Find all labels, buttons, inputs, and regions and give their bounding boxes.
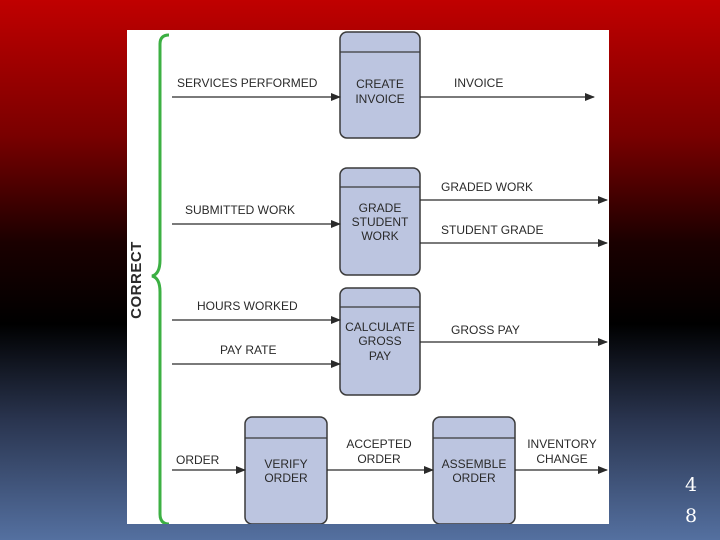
process-calculate-gross-pay: CALCULATE GROSS PAY: [339, 287, 421, 396]
page-number-digit: 4: [684, 474, 698, 496]
process-label-line: CALCULATE: [345, 320, 415, 334]
slide-panel: CORRECT CREATE INVOICE SERVICES PERFORME…: [127, 30, 609, 524]
flow-label-accepted-order-line: ORDER: [357, 452, 401, 466]
process-label-line: WORK: [361, 229, 398, 243]
flow-label-accepted-order-line: ACCEPTED: [346, 437, 412, 451]
flow-label-inventory-change-line: CHANGE: [536, 452, 587, 466]
process-label-line: PAY: [369, 349, 391, 363]
flow-label-student-grade: STUDENT GRADE: [441, 223, 543, 237]
flow-label-submitted-work: SUBMITTED WORK: [185, 203, 295, 217]
process-verify-order: VERIFY ORDER: [244, 416, 328, 524]
process-label-line: VERIFY: [264, 457, 307, 471]
correct-brace: [151, 33, 170, 524]
flow-label-services-performed: SERVICES PERFORMED: [177, 76, 318, 90]
flow-label-hours-worked: HOURS WORKED: [197, 299, 298, 313]
flow-label-pay-rate: PAY RATE: [220, 343, 276, 357]
page-number-digit: 8: [684, 505, 698, 527]
flow-label-order: ORDER: [176, 453, 220, 467]
data-flow-diagram: CORRECT CREATE INVOICE SERVICES PERFORME…: [128, 31, 608, 524]
process-label-line: ORDER: [452, 471, 496, 485]
process-label-line: STUDENT: [352, 215, 409, 229]
process-label-line: CREATE: [356, 77, 404, 91]
process-create-invoice: CREATE INVOICE: [339, 31, 421, 139]
flow-label-graded-work: GRADED WORK: [441, 180, 533, 194]
process-assemble-order: ASSEMBLE ORDER: [432, 416, 516, 524]
process-label-line: GRADE: [359, 201, 402, 215]
side-label-correct: CORRECT: [128, 241, 145, 319]
process-label-line: ASSEMBLE: [442, 457, 507, 471]
process-label-line: GROSS: [358, 334, 401, 348]
flow-label-invoice: INVOICE: [454, 76, 503, 90]
process-label-line: ORDER: [264, 471, 308, 485]
flow-label-gross-pay: GROSS PAY: [451, 323, 520, 337]
process-grade-student-work: GRADE STUDENT WORK: [339, 167, 421, 276]
flow-label-inventory-change-line: INVENTORY: [527, 437, 597, 451]
process-label-line: INVOICE: [355, 92, 404, 106]
